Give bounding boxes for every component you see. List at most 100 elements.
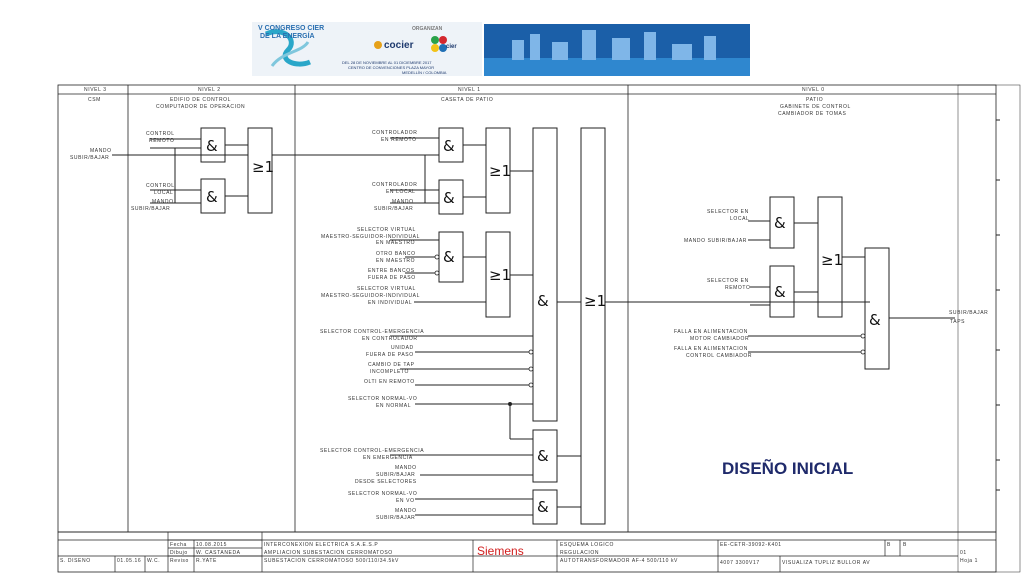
lbl-n2-mando-1: MANDO xyxy=(152,199,174,205)
col-nivel0-sub2: GABINETE DE CONTROL xyxy=(780,104,851,110)
negation-bubble xyxy=(528,382,534,388)
gate-and-n1-vo-label: & xyxy=(537,498,549,516)
tb-fecha-label: Fecha xyxy=(170,542,187,548)
cier-logo-icon xyxy=(431,36,439,44)
gate-or-n0-label: ≥1 xyxy=(821,251,843,269)
banner-venue: CENTRO DE CONVENCIONES PLAZA MAYOR xyxy=(348,65,434,70)
banner-congress-2: DE LA ENERGÍA xyxy=(260,31,315,40)
gate-or-n1-a-label: ≥1 xyxy=(489,162,511,180)
gate-and-n1-emerg-label: & xyxy=(537,447,549,465)
congress-banner: V CONGRESO CIER DE LA ENERGÍA ORGANIZAN … xyxy=(252,22,750,76)
gate-and-n1-main xyxy=(532,127,558,422)
lbl-sel-virtual-1: SELECTOR VIRTUAL xyxy=(357,227,416,233)
negation-bubble xyxy=(528,349,534,355)
lbl-sel-remoto-1: SELECTOR EN xyxy=(707,278,749,284)
lbl-sel-local-2: LOCAL xyxy=(730,216,749,222)
lbl-mando-sel-1: MANDO xyxy=(395,465,417,471)
lbl-unidad-2: FUERA DE PASO xyxy=(366,352,414,358)
lbl-mando-sel-3: DESDE SELECTORES xyxy=(355,479,417,485)
cocier-logo-icon xyxy=(374,41,382,49)
lbl-falla-motor-1: FALLA EN ALIMENTACION xyxy=(674,329,748,335)
lbl-n2-ctrl-local-1: CONTROL xyxy=(146,183,175,189)
lbl-ctrl-local-2: EN LOCAL xyxy=(386,189,416,195)
tb-left-1: S. DISENO xyxy=(60,558,91,564)
tb-sheet-a: 01 xyxy=(960,550,967,556)
tb-doc-no: EE-CETR-39092-K401 xyxy=(720,542,782,548)
lbl-sel-virtual-ind-2: MAESTRO-SEGUIDOR-INDIVIDUAL xyxy=(321,293,420,299)
lbl-sel-virtual-ind-3: EN INDIVIDUAL xyxy=(368,300,412,306)
negation-bubble xyxy=(860,349,866,355)
lbl-n2-ctrl-local-2: LOCAL xyxy=(154,190,173,196)
tb-rev-b: B xyxy=(903,542,907,548)
col-nivel2: NIVEL 2 xyxy=(198,87,221,93)
lbl-falla-ctrl-2: CONTROL CAMBIADOR xyxy=(686,353,752,359)
negation-bubble xyxy=(434,270,440,276)
negation-bubble xyxy=(860,333,866,339)
gate-or-n1-main xyxy=(580,127,606,525)
congress-logo-icon xyxy=(264,29,311,67)
lbl-entre-bancos-1: ENTRE BANCOS xyxy=(368,268,415,274)
lbl-mando-1: MANDO xyxy=(90,148,112,154)
tb-bottom-mid-2: VISUALIZA TUPLIZ BULLOR AV xyxy=(782,560,870,566)
negation-bubble xyxy=(434,254,440,260)
banner-city: MEDELLÍN / COLOMBIA xyxy=(402,70,447,75)
banner-cocier: cocier xyxy=(384,40,414,51)
tb-proj-1: INTERCONEXION ELECTRICA S.A.E.S.P xyxy=(264,542,378,548)
negation-bubble xyxy=(528,366,534,372)
lbl-olti: OLTI EN REMOTO xyxy=(364,379,415,385)
tb-reviso-label: Reviso xyxy=(170,558,189,564)
lbl-sel-virtual-2: MAESTRO-SEGUIDOR-INDIVIDUAL xyxy=(321,234,420,240)
col-nivel0: NIVEL 0 xyxy=(802,87,825,93)
lbl-out-1: SUBIR/BAJAR xyxy=(949,310,988,316)
lbl-sel-local-1: SELECTOR EN xyxy=(707,209,749,215)
gate-and-n2-local-label: & xyxy=(206,188,218,206)
lbl-ctrl-local-1: CONTROLADOR xyxy=(372,182,418,188)
lbl-mando-b-2: SUBIR/BAJAR xyxy=(376,515,415,521)
banner-congress-1: V CONGRESO CIER xyxy=(258,25,324,32)
col-nivel3: NIVEL 3 xyxy=(84,87,107,93)
tb-fecha: 10.08.2015 xyxy=(196,542,227,548)
lbl-n2-ctrl-remoto-1: CONTROL xyxy=(146,131,175,137)
lbl-sel-normal-2: EN NORMAL xyxy=(376,403,411,409)
col-nivel1-sub: CASETA DE PATIO xyxy=(441,97,493,103)
lbl-mando-b-1: MANDO xyxy=(395,508,417,514)
lbl-sel-ctrl-emerg-b-2: EN EMERGENCIA xyxy=(363,455,413,461)
lbl-ctrl-remoto-2: EN REMOTO xyxy=(381,137,417,143)
lbl-n2-mando-2: SUBIR/BAJAR xyxy=(131,206,170,212)
lbl-n2-ctrl-remoto-2: REMOTO xyxy=(149,138,174,144)
page-title: DISEÑO INICIAL xyxy=(722,458,853,478)
lbl-otro-banco-2: EN MAESTRO xyxy=(376,258,415,264)
gate-and-n0-out xyxy=(864,247,890,370)
gate-and-n2-remote-label: & xyxy=(206,137,218,155)
lbl-sel-normal-1: SELECTOR NORMAL-VO xyxy=(348,396,417,402)
gate-or-n1-b-label: ≥1 xyxy=(489,266,511,284)
tb-proj-3: SUBESTACION CERROMATOSO 500/110/34.5kV xyxy=(264,558,399,564)
lbl-sel-normal-vo-1: SELECTOR NORMAL-VO xyxy=(348,491,417,497)
lbl-sel-ctrl-emerg-1: SELECTOR CONTROL-EMERGENCIA xyxy=(320,329,424,335)
tb-company: Siemens xyxy=(477,544,524,558)
col-nivel2-sub1: EDIFIO DE CONTROL xyxy=(170,97,231,103)
lbl-out-2: TAPS xyxy=(950,319,965,325)
lbl-falla-ctrl-1: FALLA EN ALIMENTACION xyxy=(674,346,748,352)
lbl-sel-ctrl-emerg-b-1: SELECTOR CONTROL-EMERGENCIA xyxy=(320,448,424,454)
tb-desc-1: ESQUEMA LOGICO xyxy=(560,542,614,548)
lbl-sel-virtual-ind-1: SELECTOR VIRTUAL xyxy=(357,286,416,292)
banner-organizan: ORGANIZAN xyxy=(412,26,443,32)
lbl-sel-virtual-3: EN MAESTRO xyxy=(376,240,415,246)
col-nivel2-sub2: COMPUTADOR DE OPERACION xyxy=(156,104,245,110)
lbl-cambio-tap-1: CAMBIO DE TAP xyxy=(368,362,415,368)
gate-or-n2 xyxy=(247,127,273,214)
gate-and-n0-remote-label: & xyxy=(774,283,786,301)
tb-reviso: R.YATE xyxy=(196,558,217,564)
tb-proj-2: AMPLIACION SUBESTACION CERROMATOSO xyxy=(264,550,393,556)
lbl-n1-mando-2: SUBIR/BAJAR xyxy=(374,206,413,212)
tb-dibujo-label: Dibujo xyxy=(170,550,188,556)
lbl-ctrl-remoto-1: CONTROLADOR xyxy=(372,130,418,136)
junction-dot xyxy=(508,402,512,406)
tb-desc-2: REGULACION xyxy=(560,550,599,556)
lbl-unidad-1: UNIDAD xyxy=(391,345,414,351)
gate-and-n1-master-label: & xyxy=(443,248,455,266)
tb-dibujo: W. CASTANEDA xyxy=(196,550,241,556)
lbl-sel-remoto-2: REMOTO xyxy=(725,285,750,291)
